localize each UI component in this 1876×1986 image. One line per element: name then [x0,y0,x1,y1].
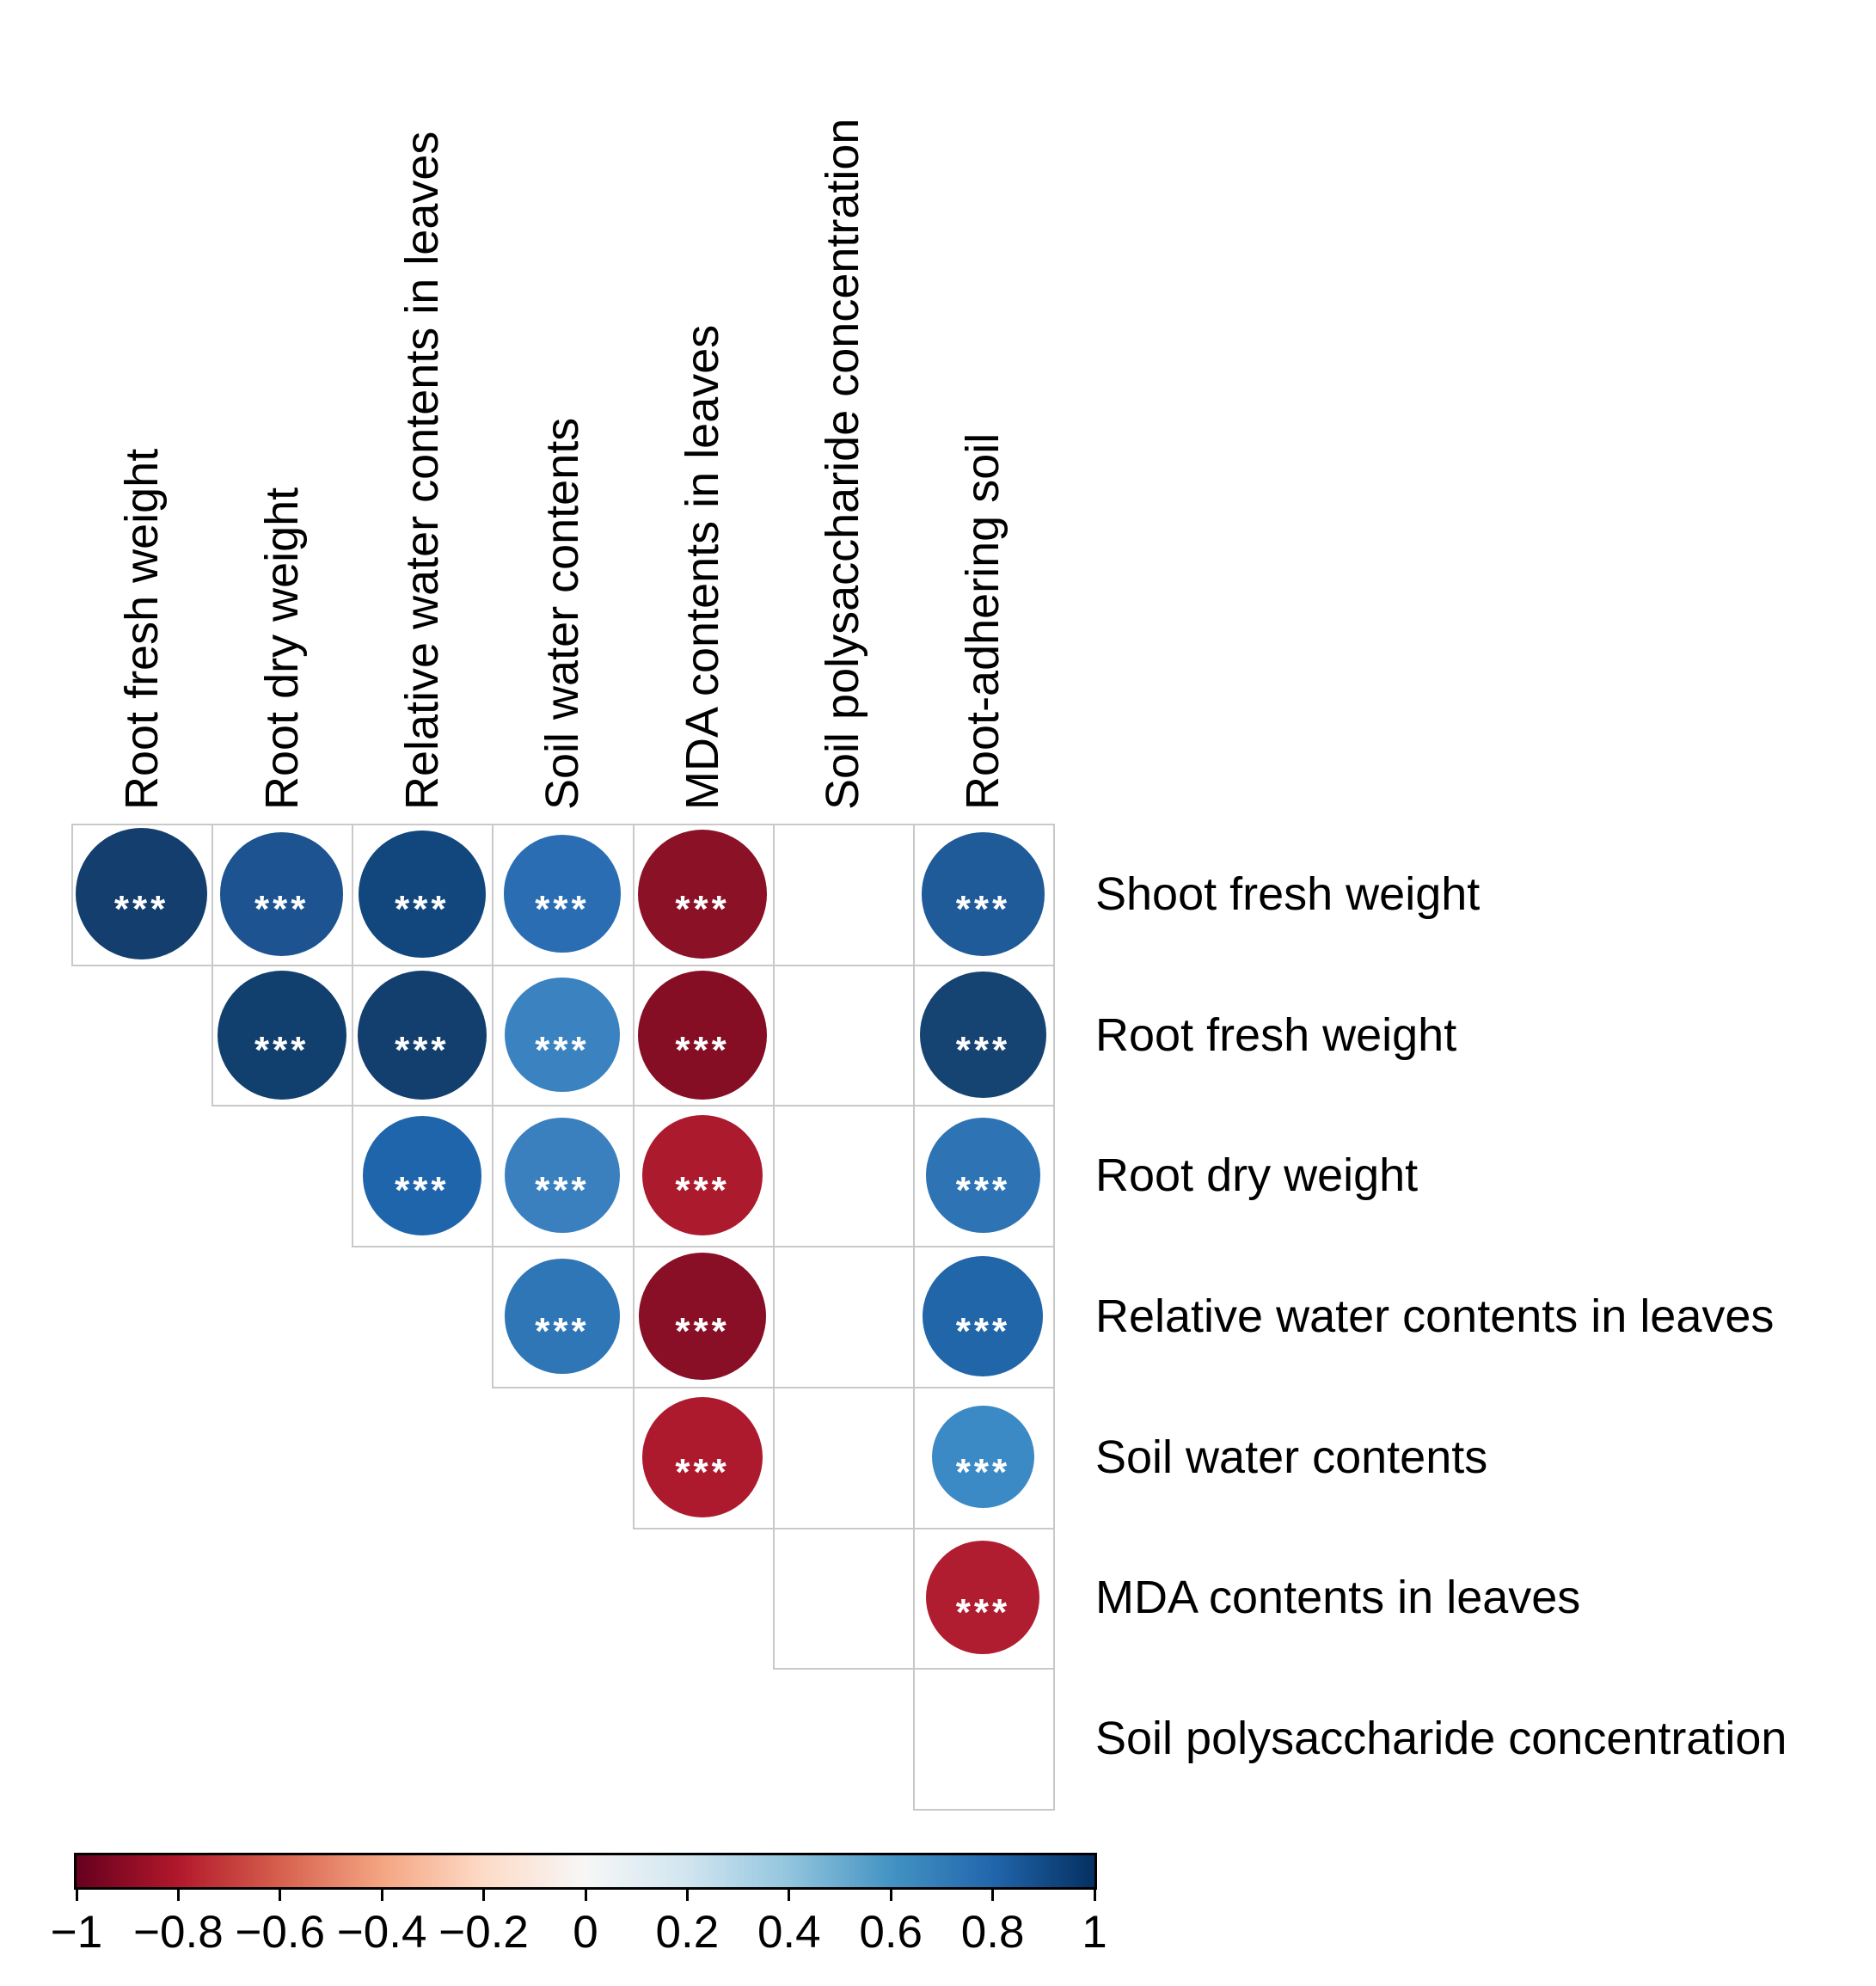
correlation-circle: *** [642,1115,763,1236]
row-label: Soil polysaccharide concentration [1095,1713,1787,1765]
significance-stars: *** [254,1028,310,1071]
column-label: Root dry weight [255,487,308,810]
column-label: Root-adhering soil [957,432,1009,810]
correlation-circle: *** [638,970,768,1100]
colorbar-tick-label: 0.4 [757,1907,821,1958]
colorbar-tick [1093,1890,1096,1901]
column-label: Soil polysaccharide concentration [817,118,869,810]
significance-stars: *** [955,887,1011,930]
matrix-cell [772,1105,915,1248]
column-label: Soil water contents [536,417,588,810]
colorbar-tick [75,1890,78,1901]
correlation-circle: *** [503,835,622,953]
row-label: MDA contents in leaves [1095,1572,1581,1624]
matrix-cell [772,964,915,1107]
colorbar-tick-label: −0.6 [235,1907,326,1958]
matrix-cell [772,1386,915,1529]
significance-stars: *** [535,887,590,930]
colorbar-tick-label: −0.2 [438,1907,529,1958]
colorbar-tick-label: 0.2 [655,1907,720,1958]
correlation-circle: *** [931,1406,1034,1509]
correlation-circle: *** [923,1255,1044,1377]
colorbar-tick-label: 0.8 [960,1907,1025,1958]
significance-stars: *** [254,887,310,930]
row-label: Root fresh weight [1095,1008,1457,1061]
colorbar-tick-label: −0.8 [133,1907,224,1958]
correlation-circle: *** [921,832,1045,956]
significance-stars: *** [535,1309,590,1352]
correlation-circle: *** [505,977,620,1093]
significance-stars: *** [675,887,730,930]
colorbar-tick [482,1890,486,1901]
colorbar-tick [991,1890,995,1901]
correlation-circle: *** [358,830,486,959]
row-label: Relative water contents in leaves [1095,1290,1775,1342]
significance-stars: *** [955,1591,1011,1634]
significance-stars: *** [535,1028,590,1071]
colorbar-tick [380,1890,383,1901]
colorbar-tick [685,1890,689,1901]
significance-stars: *** [955,1450,1011,1493]
row-label: Shoot fresh weight [1095,867,1481,920]
correlation-circle: *** [920,972,1046,1098]
significance-stars: *** [675,1450,730,1493]
significance-stars: *** [395,1028,450,1071]
matrix-cell [912,1668,1055,1811]
significance-stars: *** [955,1028,1011,1071]
colorbar-tick-label: −1 [50,1907,103,1958]
correlation-circle: *** [638,829,768,959]
colorbar-tick [176,1890,180,1901]
significance-stars: *** [675,1169,730,1212]
correlation-circle: *** [925,1118,1041,1234]
matrix-cell [772,1527,915,1670]
significance-stars: *** [395,887,450,930]
correlation-circle: *** [505,1259,620,1374]
colorbar-tick-label: 0.6 [859,1907,923,1958]
significance-stars: *** [535,1169,590,1212]
significance-stars: *** [395,1169,450,1212]
colorbar-tick [788,1890,791,1901]
correlation-circle: *** [362,1116,482,1235]
matrix-cell [772,824,915,966]
correlation-circle: *** [219,832,344,956]
matrix-cell [772,1246,915,1388]
significance-stars: *** [113,887,169,930]
colorbar-tick [889,1890,892,1901]
significance-stars: *** [955,1169,1011,1212]
correlation-circle: *** [926,1541,1040,1655]
correlation-circle: *** [505,1118,620,1234]
colorbar-tick-label: 1 [1082,1907,1107,1958]
correlation-circle: *** [217,970,346,1100]
column-label: Relative water contents in leaves [395,131,448,810]
row-label: Soil water contents [1095,1431,1488,1483]
correlation-circle: *** [638,1252,767,1381]
colorbar-tick [584,1890,587,1901]
colorbar [74,1853,1097,1890]
correlation-circle: *** [357,970,487,1100]
column-label: Root fresh weight [115,448,168,810]
column-label: MDA contents in leaves [677,324,729,810]
row-label: Root dry weight [1095,1149,1419,1202]
significance-stars: *** [675,1028,730,1071]
significance-stars: *** [675,1309,730,1352]
correlation-circle: *** [75,828,208,960]
colorbar-tick [279,1890,282,1901]
significance-stars: *** [955,1309,1011,1352]
colorbar-tick-label: −0.4 [336,1907,427,1958]
colorbar-tick-label: 0 [573,1907,598,1958]
correlation-circle: *** [642,1396,763,1517]
